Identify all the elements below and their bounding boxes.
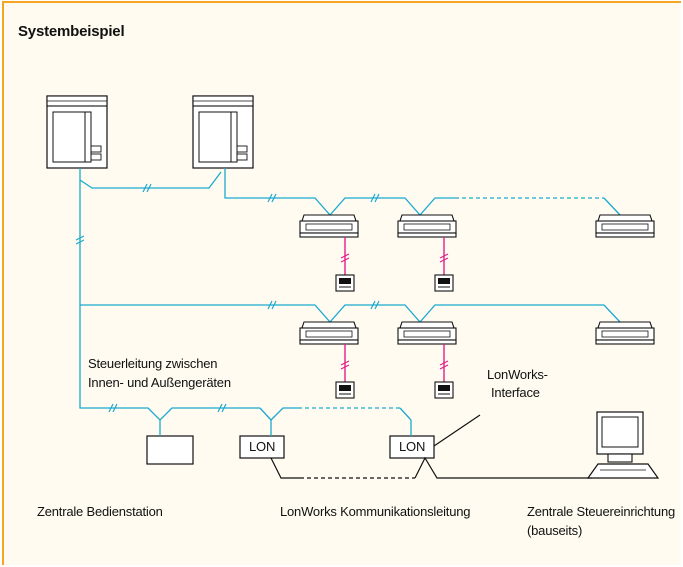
indoor-unit-6 [595,321,655,345]
remote-controller-4 [434,381,454,399]
central-control-label-1: Zentrale Steuereinrichtung [527,504,676,519]
computer-icon [586,411,660,479]
lon-comm-line-label: LonWorks Kommunikationsleitung [280,504,471,519]
indoor-unit-1 [299,214,359,238]
lonworks-interface-label-2: Interface [491,385,540,400]
central-station-box [146,435,194,465]
lon-box-2-label: LON [399,439,426,454]
remote-controller-2 [434,274,454,292]
indoor-unit-2 [397,214,457,238]
control-line-label-1: Steuerleitung zwischen [88,356,218,371]
lon-box-1-label: LON [249,439,276,454]
diagram-title: Systembeispiel [18,23,125,40]
outdoor-link-line [79,171,222,189]
lon-box-2 [389,435,435,459]
branch-line-1 [224,168,455,216]
lon-box-1 [239,435,285,459]
control-line-label-2: Innen- und Außengeräten [88,375,231,390]
outdoor-unit-2 [192,95,254,169]
main-trunk-line [79,168,260,421]
branch-line-2 [80,304,621,323]
comm-line-2 [414,456,592,479]
central-control-label-2: (bauseits) [527,523,583,538]
indoor-unit-3 [595,214,655,238]
branch-line-1-end [603,197,621,216]
remote-controller-1 [335,274,355,292]
remote-controller-3 [335,381,355,399]
indoor-unit-4 [299,321,359,345]
central-station-label: Zentrale Bedienstation [37,504,163,519]
outdoor-unit-1 [46,95,108,169]
indoor-unit-5 [397,321,457,345]
lonworks-interface-label-1: LonWorks- [487,367,548,382]
lon-link-line-2 [399,407,412,421]
comm-line-1 [270,457,300,479]
interface-pointer [433,414,481,447]
lon-link-line-1 [259,407,298,421]
